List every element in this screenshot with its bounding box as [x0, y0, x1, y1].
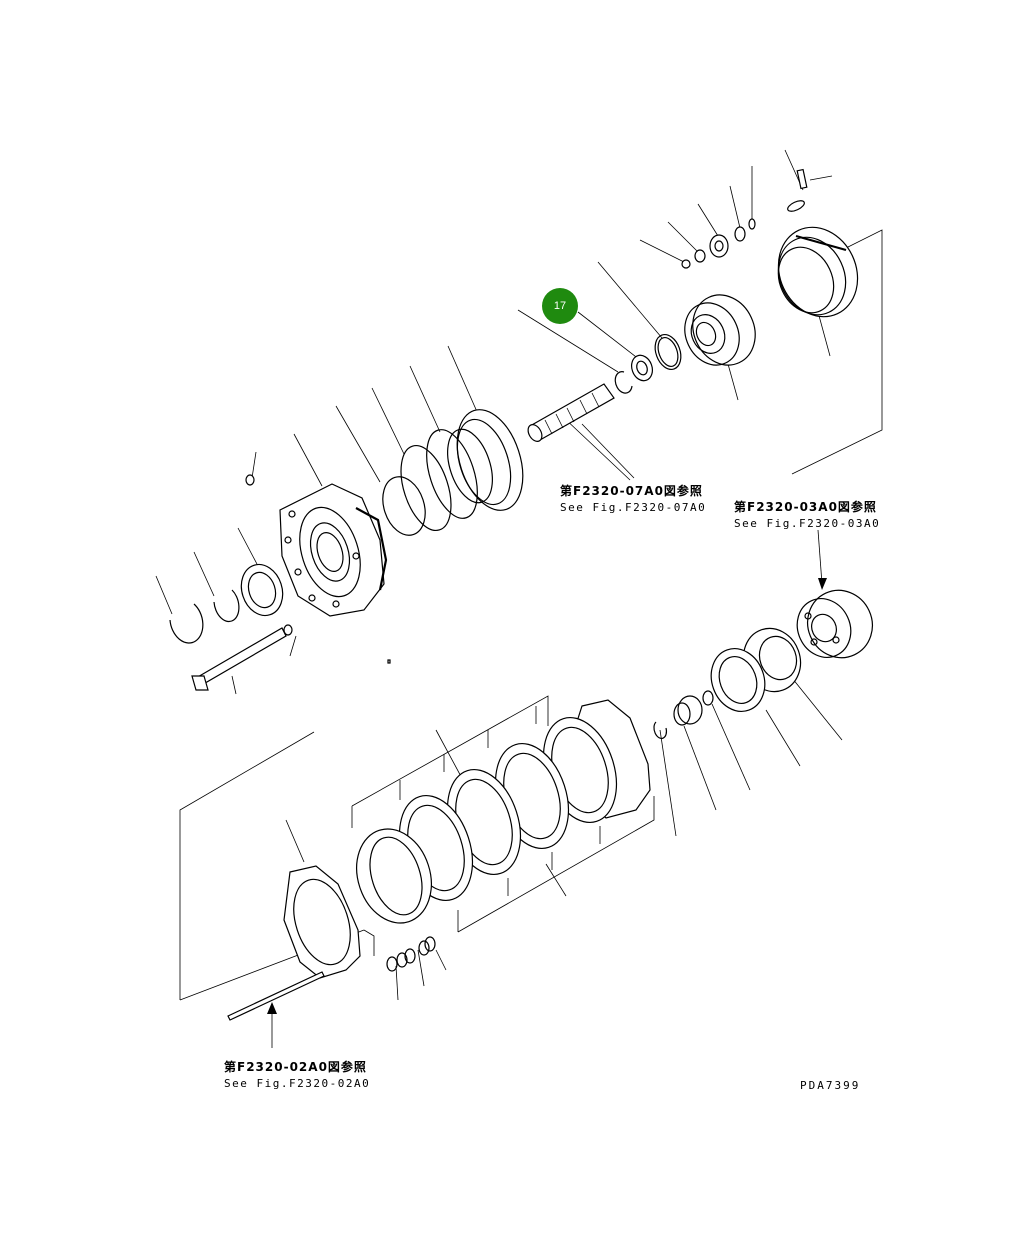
cylinder-housing — [279, 483, 388, 617]
springs-and-rod — [227, 659, 436, 1021]
long-bolt — [191, 627, 287, 691]
snap-rings-left — [169, 474, 293, 644]
needle-bearing — [653, 690, 714, 739]
end-plate — [283, 865, 361, 979]
drawing-code: PDA7399 — [800, 1079, 861, 1092]
leader-lines — [155, 149, 843, 1001]
reference-note-f2320-03a0: 第F2320-03A0図参照 See Fig.F2320-03A0 — [734, 498, 880, 530]
hub-assembly — [796, 589, 873, 659]
reference-note-f2320-02a0: 第F2320-02A0図参照 See Fig.F2320-02A0 — [224, 1058, 370, 1090]
seal-rings — [382, 429, 478, 536]
reference-note-en: See Fig.F2320-03A0 — [734, 517, 881, 530]
rings-upper — [614, 333, 682, 394]
reference-note-jp: 第F2320-02A0図参照 — [224, 1060, 367, 1074]
piston — [447, 409, 524, 511]
group-brackets — [179, 229, 883, 1001]
reference-note-en: See Fig.F2320-02A0 — [224, 1077, 371, 1090]
reference-note-en: See Fig.F2320-07A0 — [560, 501, 707, 514]
reference-note-f2320-07a0: 第F2320-07A0図参照 See Fig.F2320-07A0 — [560, 482, 706, 514]
part-callout-badge[interactable]: 17 — [542, 288, 578, 324]
ring-gear — [777, 226, 859, 318]
pin-parts — [681, 168, 808, 269]
reference-note-jp: 第F2320-03A0図参照 — [734, 500, 877, 514]
reference-note-jp: 第F2320-07A0図参照 — [560, 484, 703, 498]
bearing-race — [710, 627, 802, 712]
spline-shaft — [527, 383, 615, 442]
planet-carrier — [684, 294, 756, 366]
clutch-plates — [356, 699, 651, 924]
